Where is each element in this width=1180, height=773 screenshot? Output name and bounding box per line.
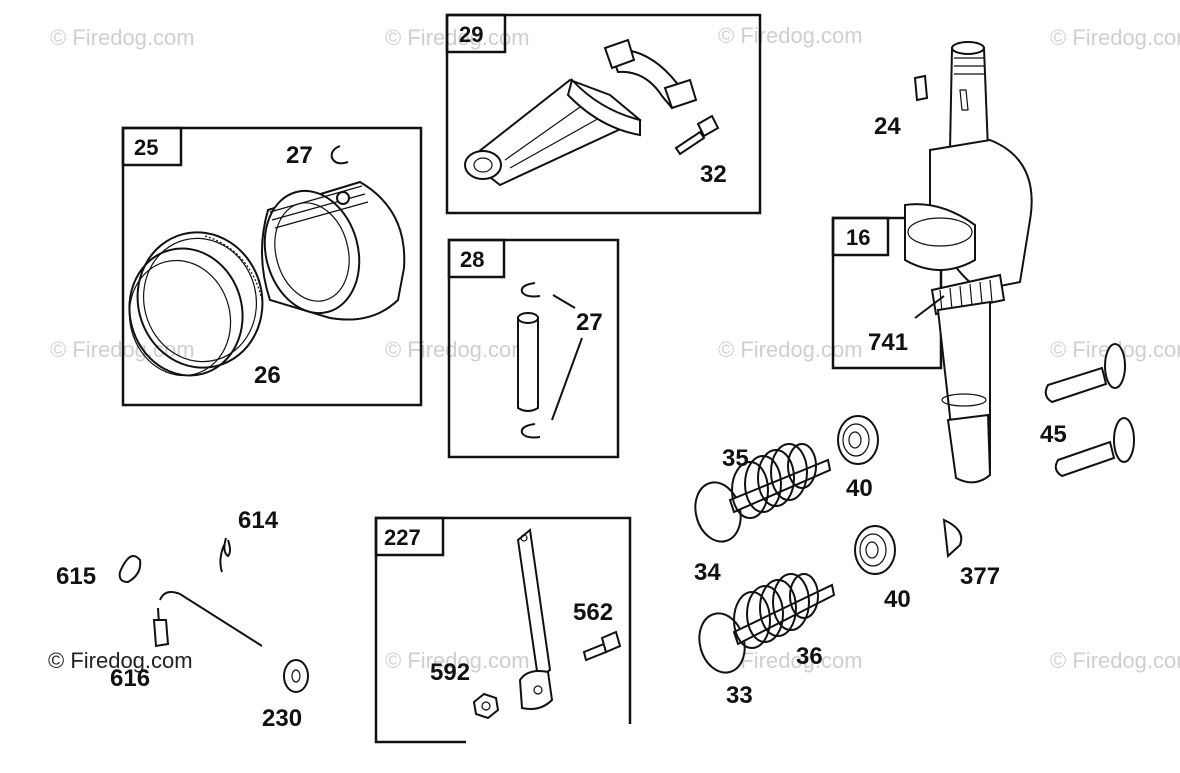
watermark: © Firedog.com: [385, 648, 530, 673]
retaining-clip-icon: [330, 145, 349, 165]
box-16-number: 16: [846, 225, 870, 250]
watermark: © Firedog.com: [718, 337, 863, 362]
flywheel-key-icon: [942, 518, 963, 559]
label-615: 615: [56, 563, 96, 590]
tappet-drawing: [1044, 343, 1126, 404]
crankshaft-drawing: [904, 41, 1033, 484]
spring-clip-icon: [118, 555, 142, 584]
watermark: © Firedog.com: [1050, 25, 1180, 50]
box-25-piston: 25 27 26: [121, 126, 423, 407]
label-562: 562: [573, 599, 613, 626]
label-592: 592: [430, 659, 470, 686]
link-rod-drawing: [152, 591, 263, 648]
crankshaft-assembly: 16 24 741: [831, 41, 1033, 484]
valve-spring-drawing: [731, 443, 817, 519]
label-27: 27: [286, 142, 313, 169]
label-230: 230: [262, 705, 302, 732]
woodruff-key-icon: [913, 74, 929, 102]
spring-retainers: 40 40: [837, 415, 911, 613]
box-25-number: 25: [134, 135, 158, 160]
cotter-pin-icon: [219, 537, 231, 573]
label-33: 33: [726, 682, 753, 709]
retainer-icon: [854, 525, 896, 575]
connecting-rod-drawing: [464, 38, 698, 187]
watermark: © Firedog.com: [385, 25, 530, 50]
misc-parts: 614 615 616 230: [56, 507, 309, 732]
pin-clip-icon: [520, 282, 541, 298]
box-227-governor-lever: 227 562 592: [374, 516, 632, 744]
tappets: 45: [1040, 343, 1135, 478]
label-40: 40: [884, 586, 911, 613]
piston-rings-drawing: [128, 231, 264, 377]
pin-clip-icon: [520, 423, 541, 439]
box-29-number: 29: [459, 22, 483, 47]
label-45: 45: [1040, 421, 1067, 448]
label-32: 32: [700, 161, 727, 188]
rod-bolt-icon: [674, 114, 720, 156]
label-26: 26: [254, 362, 281, 389]
label-616: 616: [110, 665, 150, 692]
watermark: © Firedog.com: [50, 25, 195, 50]
label-34: 34: [694, 559, 721, 586]
watermark: © Firedog.com: [48, 648, 193, 673]
label-35: 35: [722, 445, 749, 472]
tappet-drawing: [1054, 417, 1135, 478]
piston-drawing: [261, 180, 406, 321]
label-377: 377: [960, 563, 1000, 590]
box-28-piston-pin: 28 27: [447, 238, 620, 459]
retainer-icon: [837, 415, 879, 465]
label-741: 741: [868, 329, 908, 356]
box-227-number: 227: [384, 525, 421, 550]
watermark: © Firedog.com: [385, 337, 530, 362]
piston-pin-drawing: [517, 312, 539, 412]
label-614: 614: [238, 507, 279, 534]
watermark: © Firedog.com: [718, 23, 863, 48]
label-40: 40: [846, 475, 873, 502]
nut-icon: [472, 692, 500, 720]
label-36: 36: [796, 643, 823, 670]
washer-icon: [283, 659, 309, 693]
governor-lever-drawing: [516, 528, 554, 710]
watermark: © Firedog.com: [1050, 648, 1180, 673]
label-24: 24: [874, 113, 901, 140]
box-28-number: 28: [460, 247, 484, 272]
bolt-icon: [582, 630, 622, 662]
valve-assembly-lower: 36 33: [698, 573, 836, 709]
valve-spring-drawing: [733, 573, 819, 649]
label-27: 27: [576, 309, 603, 336]
box-29-connecting-rod: 29 32: [445, 13, 762, 215]
valve-assembly-upper: 35 34: [694, 443, 832, 586]
